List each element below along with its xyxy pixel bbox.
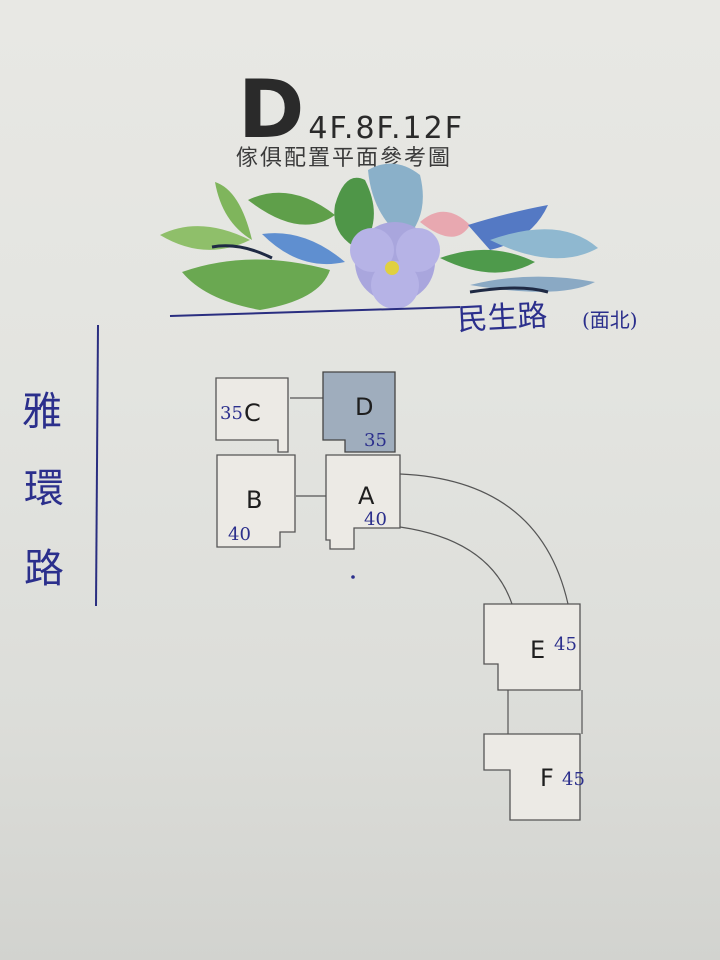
- unit-f-note: 45: [562, 769, 585, 790]
- unit-e: E 45: [483, 603, 581, 691]
- unit-e-note: 45: [554, 634, 577, 655]
- unit-f: F 45: [483, 733, 585, 821]
- north-road-note: (面北): [582, 308, 638, 332]
- west-road-line: [95, 324, 99, 607]
- unit-b-letter: B: [246, 486, 262, 514]
- west-road-char-1: 雅: [22, 389, 62, 435]
- building-letter: D: [238, 63, 305, 156]
- floral-illustration: [160, 163, 598, 317]
- west-road-char-2: 環: [24, 466, 64, 512]
- floor-list: 4F.8F.12F: [308, 111, 464, 146]
- unit-b: B 40: [216, 454, 296, 548]
- unit-d: D 35: [322, 371, 396, 453]
- unit-a-note: 40: [364, 509, 387, 530]
- plan-subtitle: 傢俱配置平面參考圖: [236, 146, 453, 171]
- unit-f-letter: F: [540, 764, 554, 792]
- unit-e-letter: E: [530, 636, 545, 664]
- unit-c-letter: C: [244, 399, 261, 427]
- ink-dot: [351, 575, 355, 579]
- unit-b-note: 40: [228, 524, 251, 545]
- unit-c: C 35: [215, 377, 289, 453]
- unit-d-note: 35: [364, 430, 387, 451]
- corridors: [290, 397, 583, 734]
- unit-d-letter: D: [355, 393, 373, 421]
- north-road-label: 民生路: [457, 298, 549, 338]
- unit-a: A 40: [325, 454, 401, 550]
- unit-c-note: 35: [220, 403, 243, 424]
- unit-a-letter: A: [358, 482, 375, 510]
- west-road-char-3: 路: [24, 546, 64, 592]
